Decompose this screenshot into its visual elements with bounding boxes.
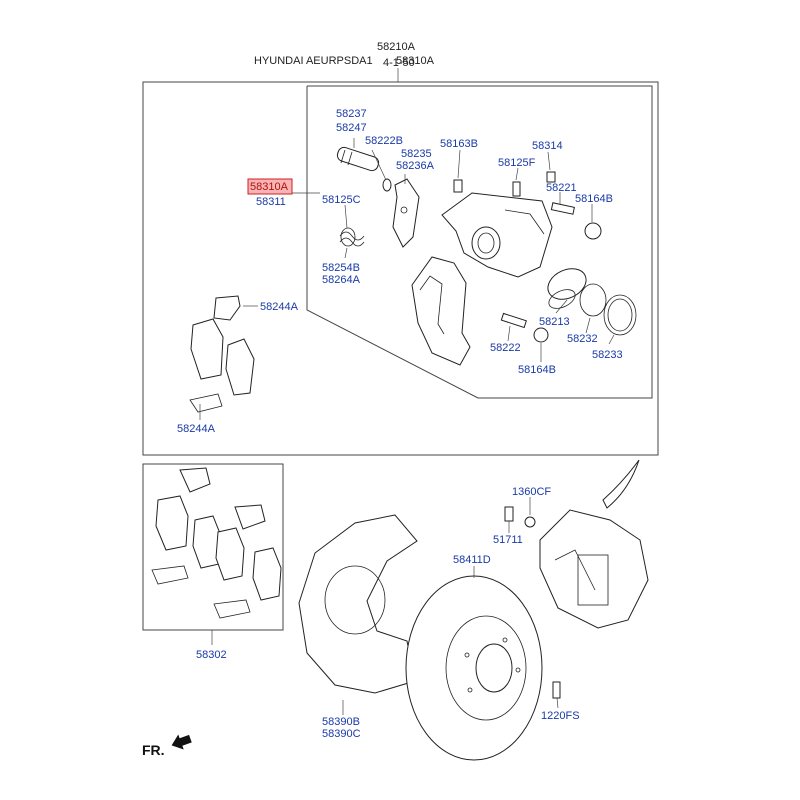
label-58163B[interactable]: 58163B: [440, 138, 478, 150]
label-58164B-top[interactable]: 58164B: [575, 193, 613, 205]
lower-bolt: [500, 312, 549, 343]
label-58125C[interactable]: 58125C: [322, 194, 361, 206]
pad-kit-frame: [142, 463, 284, 631]
label-51711[interactable]: 51711: [493, 534, 523, 546]
label-58302[interactable]: 58302: [196, 649, 227, 661]
highlight-box-58310A: [247, 178, 293, 195]
header-title: HYUNDAI AEURPSDA1: [254, 55, 373, 67]
label-58164B-bottom[interactable]: 58164B: [518, 364, 556, 376]
label-58222B[interactable]: 58222B: [365, 135, 403, 147]
label-58264A[interactable]: 58264A: [322, 274, 361, 286]
label-58221[interactable]: 58221: [546, 182, 577, 194]
caliper-body: [441, 192, 553, 278]
caliper-assembly-frame: [142, 81, 659, 456]
caliper-assembled: [539, 509, 649, 629]
label-58233[interactable]: 58233: [592, 349, 623, 361]
spring-part: [339, 227, 365, 247]
label-58244A-top[interactable]: 58244A: [260, 301, 299, 313]
label-58232[interactable]: 58232: [567, 333, 598, 345]
label-58236A[interactable]: 58236A: [396, 160, 435, 172]
dust-shield: [298, 514, 418, 694]
bracket-clip: [392, 178, 420, 248]
leader-lines: [199, 138, 615, 715]
label-58390C[interactable]: 58390C: [322, 728, 361, 740]
piston: [547, 268, 587, 309]
caliper-carrier-bracket: [411, 256, 471, 366]
assembly-arrow: [602, 459, 640, 509]
brake-disc: [405, 575, 543, 761]
label-58411D[interactable]: 58411D: [453, 554, 491, 566]
label-58244A-bottom[interactable]: 58244A: [177, 423, 216, 435]
header-overlap-text: 4-1-50: [383, 57, 415, 69]
pad-kit-parts: [151, 467, 282, 619]
guide-pin-boots: [336, 146, 392, 192]
label-58311[interactable]: 58311: [256, 196, 286, 208]
header-overlap-number: 58310A: [396, 55, 435, 67]
label-58254B[interactable]: 58254B: [322, 262, 360, 274]
front-direction-arrow-icon: [171, 734, 192, 750]
label-58390B[interactable]: 58390B: [322, 716, 360, 728]
guide-bolt: [550, 202, 602, 240]
piston-seals: [579, 283, 637, 336]
brake-pads-upper: [189, 295, 255, 413]
label-1360CF[interactable]: 1360CF: [512, 486, 551, 498]
caliper-subassembly-frame: [306, 85, 653, 399]
label-58310A-highlighted[interactable]: 58310A: [250, 181, 289, 193]
label-58222[interactable]: 58222: [490, 342, 521, 354]
label-1220FS[interactable]: 1220FS: [541, 710, 580, 722]
small-bolts: [504, 506, 561, 699]
label-58235[interactable]: 58235: [401, 148, 432, 160]
label-58237[interactable]: 58237: [336, 108, 367, 120]
label-58314[interactable]: 58314: [532, 140, 563, 152]
bleeder-screws: [453, 171, 556, 197]
front-direction-label: FR.: [142, 742, 165, 758]
label-58125F[interactable]: 58125F: [498, 157, 536, 169]
label-58213[interactable]: 58213: [539, 316, 570, 328]
label-58247[interactable]: 58247: [336, 122, 367, 134]
header-part-number: 58210A: [377, 41, 416, 53]
